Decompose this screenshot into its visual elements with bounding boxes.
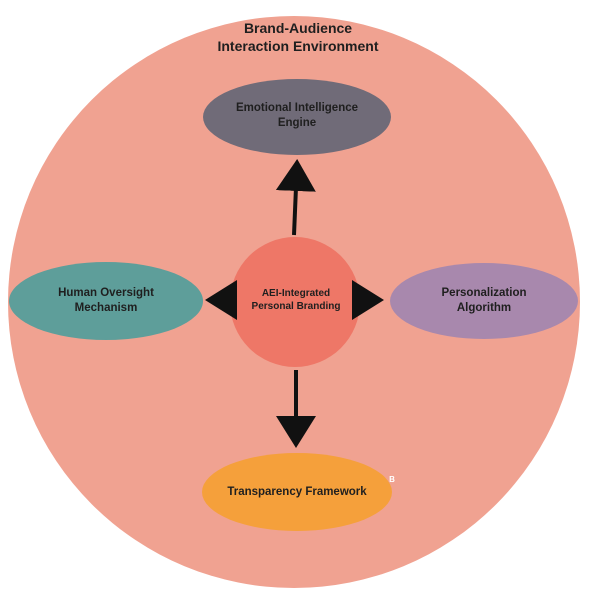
node-label-emotional-intelligence-engine: Emotional Intelligence Engine xyxy=(235,102,359,129)
node-label-human-oversight-mechanism: Human Oversight Mechanism xyxy=(58,287,154,314)
center-label-aei-integrated-personal-branding: AEI-Integrated Personal Branding xyxy=(251,288,341,312)
arrow-to-emotional-intelligence-engine xyxy=(275,159,316,236)
node-label-transparency-framework: Transparency Framework xyxy=(227,486,367,498)
node-transparency-framework xyxy=(202,453,392,531)
center-node-aei-integrated-personal-branding xyxy=(230,237,360,367)
node-personalization-algorithm xyxy=(390,263,578,339)
node-human-oversight-mechanism xyxy=(9,262,203,340)
environment-title: Brand-Audience Interaction Environment xyxy=(217,20,379,55)
footnote-mark: B xyxy=(389,475,395,484)
node-label-personalization-algorithm: Personalization Algorithm xyxy=(441,287,527,314)
node-emotional-intelligence-engine xyxy=(203,79,391,155)
